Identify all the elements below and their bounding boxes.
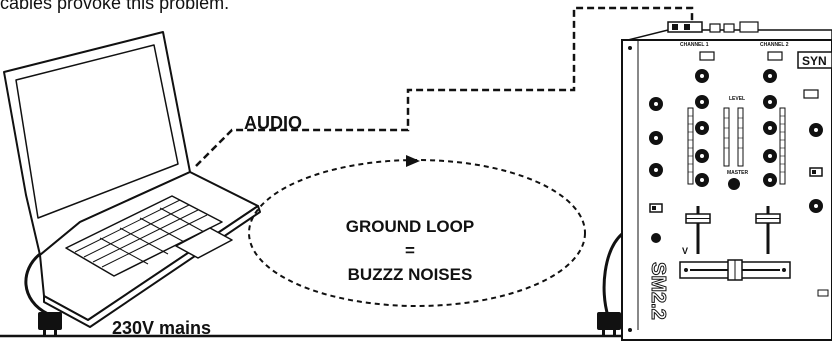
mixer-brand: SYN — [802, 54, 827, 68]
audio-cable — [195, 6, 694, 167]
ground-loop-label: GROUND LOOP = BUZZZ NOISES — [300, 215, 520, 287]
mixer-power-cable — [602, 232, 624, 317]
audio-label: AUDIO — [244, 113, 302, 133]
mains-label: 230V mains — [112, 318, 212, 338]
caption-text: cables provoke this problem. — [0, 0, 230, 13]
laptop-trackpad — [175, 227, 233, 259]
mixer-level-label: LEVEL — [729, 96, 745, 102]
laptop-power-cable — [24, 252, 49, 316]
power-plug-left — [38, 312, 62, 337]
keyboard-rows — [74, 199, 208, 268]
ground-loop-line-2: = — [405, 241, 415, 260]
laptop-illustration — [3, 31, 261, 328]
led-meters — [687, 107, 786, 185]
crossfader — [679, 259, 791, 281]
ground-loop-arrow — [406, 155, 420, 167]
laptop-screen-inner — [15, 44, 179, 219]
mixer-channel-2-label: CHANNEL 2 — [760, 42, 789, 48]
laptop-base-edge — [43, 205, 261, 328]
channel-faders — [685, 206, 781, 254]
knob — [651, 233, 661, 243]
ground-loop-line-3: BUZZZ NOISES — [347, 265, 473, 284]
mixer-channel-1-label: CHANNEL 1 — [680, 42, 709, 48]
mixer-model: SM2.2 — [647, 262, 669, 320]
mixer-body — [621, 39, 832, 341]
power-plug-right — [597, 312, 621, 337]
ground-loop-line-1: GROUND LOOP — [345, 217, 475, 236]
mixer-master-label: MASTER — [727, 170, 749, 176]
knob — [728, 178, 740, 190]
dj-mixer-illustration: CHANNEL 1 CHANNEL 2 LEVEL MASTER SYN SM2… — [621, 21, 832, 341]
svg-text:V: V — [682, 246, 688, 256]
